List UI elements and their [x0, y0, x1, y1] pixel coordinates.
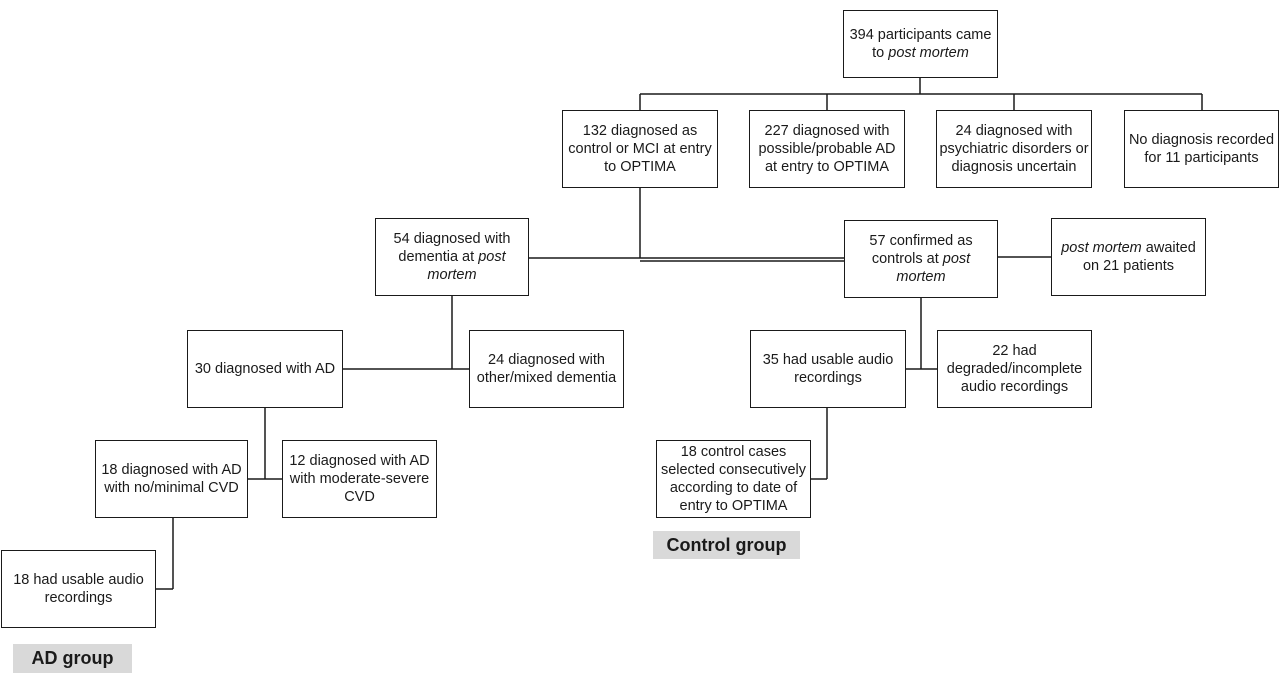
- ad-minimal-cvd-text: 18 diagnosed with AD with no/minimal CVD: [101, 462, 242, 496]
- pm-awaited-box: post mortem awaited on 21 patients: [1051, 218, 1206, 296]
- participants-line2-prefix: to: [872, 45, 889, 61]
- controls-pm-emphasis: post mortem: [896, 251, 971, 285]
- usable-35-box: 35 had usable audio recordings: [750, 330, 906, 408]
- control-cases-box: 18 control cases selected consecutively …: [656, 440, 811, 518]
- psychiatric-text: 24 diagnosed with psychiatric disorders …: [939, 123, 1089, 175]
- possible-ad-text: 227 diagnosed with possible/probable AD …: [758, 123, 896, 175]
- no-diagnosis-box: No diagnosis recorded for 11 participant…: [1124, 110, 1279, 188]
- usable-18-text: 18 had usable audio recordings: [13, 572, 144, 606]
- other-mixed-text: 24 diagnosed with other/mixed dementia: [476, 352, 617, 386]
- control-mci-box: 132 diagnosed as control or MCI at entry…: [562, 110, 718, 188]
- ad-minimal-cvd-box: 18 diagnosed with AD with no/minimal CVD: [95, 440, 248, 518]
- dementia-pm-box: 54 diagnosed with dementia at post morte…: [375, 218, 529, 296]
- participants-line2-emphasis: post mortem: [888, 45, 969, 61]
- control-group-label: Control group: [653, 531, 800, 559]
- pm-awaited-emphasis: post mortem: [1061, 240, 1142, 256]
- controls-pm-box: 57 confirmed as controls at post mortem: [844, 220, 998, 298]
- usable-18-box: 18 had usable audio recordings: [1, 550, 156, 628]
- control-cases-text: 18 control cases selected consecutively …: [660, 444, 807, 514]
- participants-box: 394 participants came to post mortem: [843, 10, 998, 78]
- ad-30-text: 30 diagnosed with AD: [194, 361, 336, 377]
- participants-line1: 394 participants came: [849, 27, 992, 43]
- controls-pm-text: 57 confirmed as controls at: [869, 233, 973, 267]
- ad-severe-cvd-text: 12 diagnosed with AD with moderate-sever…: [289, 453, 430, 505]
- dementia-pm-emphasis: post mortem: [427, 249, 506, 283]
- degraded-22-box: 22 had degraded/incomplete audio recordi…: [937, 330, 1092, 408]
- ad-30-box: 30 diagnosed with AD: [187, 330, 343, 408]
- other-mixed-box: 24 diagnosed with other/mixed dementia: [469, 330, 624, 408]
- ad-severe-cvd-box: 12 diagnosed with AD with moderate-sever…: [282, 440, 437, 518]
- degraded-22-text: 22 had degraded/incomplete audio recordi…: [946, 343, 1083, 395]
- usable-35-text: 35 had usable audio recordings: [762, 352, 894, 386]
- dementia-pm-text: 54 diagnosed with dementia at: [393, 231, 511, 265]
- pm-awaited-text: awaited on 21 patients: [1082, 240, 1196, 274]
- control-mci-text: 132 diagnosed as control or MCI at entry…: [568, 123, 712, 175]
- psychiatric-box: 24 diagnosed with psychiatric disorders …: [936, 110, 1092, 188]
- no-diagnosis-text: No diagnosis recorded for 11 participant…: [1128, 132, 1275, 166]
- ad-group-label: AD group: [13, 644, 132, 673]
- possible-ad-box: 227 diagnosed with possible/probable AD …: [749, 110, 905, 188]
